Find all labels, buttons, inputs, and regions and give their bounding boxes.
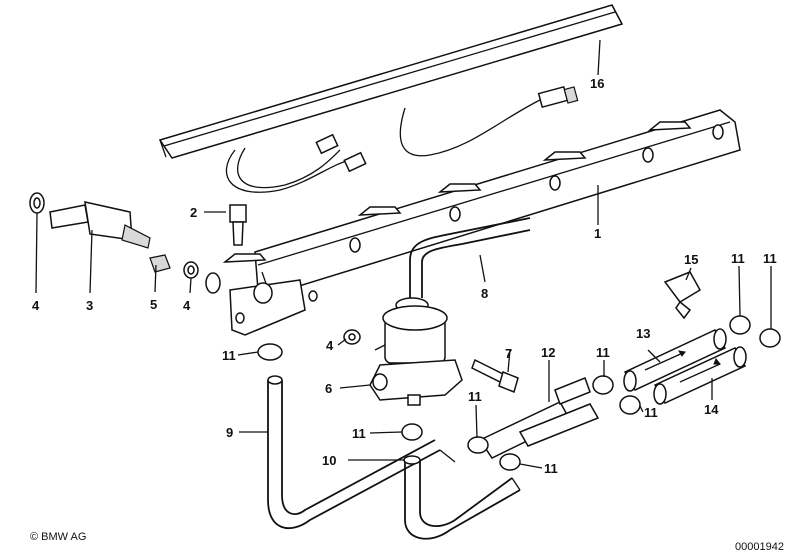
callout-2: 2 — [190, 205, 197, 220]
callout-11e: 11 — [596, 345, 610, 360]
callout-11f: 11 — [644, 405, 658, 420]
fuel-hose-10 — [403, 449, 521, 540]
callout-3: 3 — [86, 298, 93, 313]
wiring-harness — [225, 85, 579, 193]
callout-11c: 11 — [468, 389, 482, 404]
injector-clip — [149, 254, 171, 273]
sealing-rings — [183, 261, 361, 345]
callout-9: 9 — [226, 425, 233, 440]
wiring-cover-strip — [158, 4, 624, 159]
callout-11a: 11 — [222, 348, 236, 363]
callout-15: 15 — [684, 252, 698, 267]
callout-8: 8 — [481, 286, 488, 301]
fuel-rail — [205, 109, 741, 336]
pressure-regulator — [369, 297, 463, 406]
hose-section-13 — [623, 328, 727, 392]
callout-13: 13 — [636, 326, 650, 341]
bolt-7 — [471, 358, 519, 394]
bolt-2 — [229, 204, 247, 246]
callout-16: 16 — [590, 76, 604, 91]
temperature-sensor — [663, 271, 702, 320]
callout-4a: 4 — [32, 298, 40, 313]
drawing-number: 00001942 — [735, 541, 784, 553]
callout-12: 12 — [541, 345, 555, 360]
callout-4b: 4 — [183, 298, 191, 313]
vacuum-hose — [409, 217, 531, 298]
hose-connector — [478, 377, 600, 459]
hose-clamps — [257, 315, 781, 471]
callout-11h: 11 — [763, 251, 777, 266]
callout-11b: 11 — [352, 426, 366, 441]
callout-6: 6 — [325, 381, 332, 396]
callout-11d: 11 — [544, 461, 558, 476]
fuel-injector — [29, 192, 151, 249]
callout-11g: 11 — [731, 251, 745, 266]
copyright-notice: © BMW AG — [30, 531, 86, 543]
callout-4c: 4 — [326, 338, 334, 353]
fuel-hose-9 — [267, 375, 441, 530]
callout-14: 14 — [704, 402, 719, 417]
callout-1: 1 — [594, 226, 601, 241]
callout-numbers: 16 1 2 4 3 5 4 4 8 7 12 6 9 10 11 11 11 … — [32, 76, 777, 476]
leader-lines — [35, 39, 772, 469]
callout-7: 7 — [505, 346, 512, 361]
callout-10: 10 — [322, 453, 336, 468]
hose-section-14 — [653, 346, 747, 405]
callout-5: 5 — [150, 297, 157, 312]
